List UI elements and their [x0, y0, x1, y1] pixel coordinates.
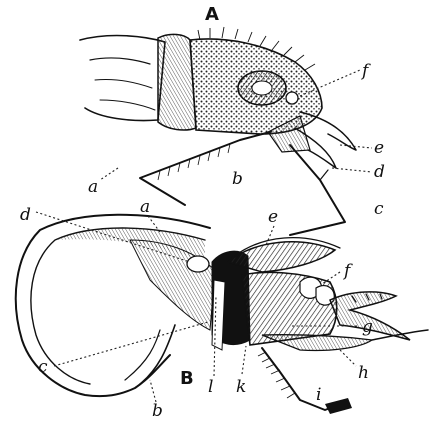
label-a-c: c: [374, 199, 384, 219]
label-a-a: a: [88, 177, 98, 197]
leader-a-a: [100, 168, 118, 180]
label-a-d: d: [374, 162, 385, 182]
label-b-c: c: [38, 357, 48, 377]
label-b-k: k: [236, 377, 246, 397]
leader-a-d: [332, 168, 372, 172]
figure-b-letter: B: [180, 368, 194, 389]
leader-a-e: [340, 145, 372, 148]
leader-b-k: [242, 346, 246, 374]
figure-a-illustration: [80, 27, 356, 235]
figure-a-letter: A: [205, 4, 219, 25]
label-b-h: h: [358, 363, 369, 383]
label-b-b: b: [152, 401, 163, 421]
label-b-f: f: [342, 261, 353, 281]
leader-b-b: [150, 380, 156, 402]
label-a-f: f: [360, 61, 371, 81]
label-b-g: g: [362, 317, 373, 337]
label-b-l: l: [208, 377, 213, 397]
label-a-b: b: [232, 169, 243, 189]
label-b-a: a: [140, 197, 150, 217]
label-b-d: d: [20, 205, 31, 225]
figure-b-illustration: [16, 215, 428, 414]
leader-b-e: [266, 226, 274, 245]
label-b-i: i: [316, 385, 321, 405]
leader-b-c: [54, 322, 208, 366]
label-b-e: e: [268, 207, 278, 227]
label-a-e: e: [374, 138, 384, 158]
leader-b-h: [340, 350, 356, 366]
